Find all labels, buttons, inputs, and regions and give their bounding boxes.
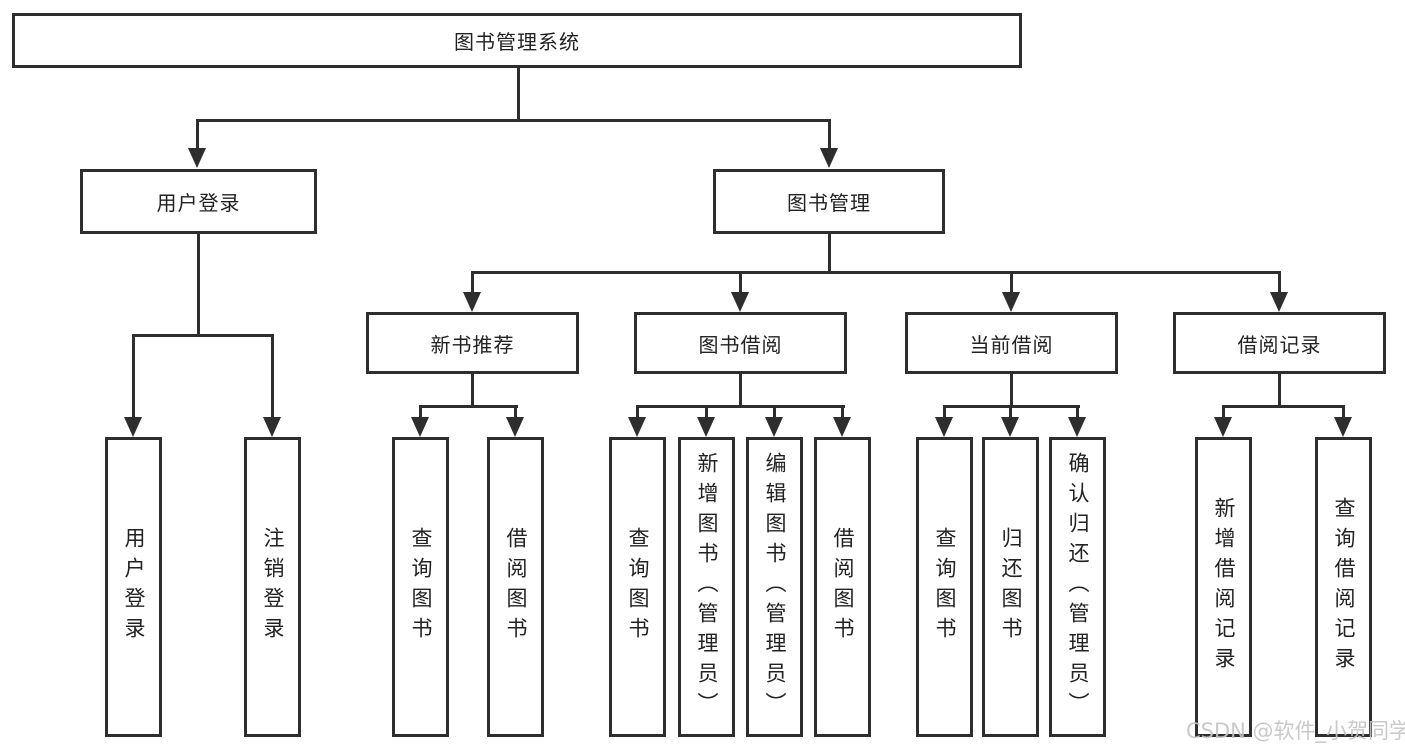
connector-line — [419, 405, 422, 420]
connector-line — [514, 405, 517, 420]
leaf-confirm-return-admin: 确认归还（管理员） — [1049, 437, 1106, 737]
node-label: 图书借阅 — [698, 332, 783, 357]
leaf-user-login: 用户登录 — [105, 437, 162, 737]
connector-line — [636, 405, 639, 420]
arrow-down-icon — [765, 417, 783, 437]
node-label: 查询图书 — [626, 527, 650, 647]
connector-line — [705, 405, 708, 420]
connector-line — [1010, 271, 1013, 295]
connector-line — [197, 234, 200, 337]
node-current-borrowing: 当前借阅 — [905, 312, 1118, 374]
leaf-add-book-admin: 新增图书（管理员） — [678, 437, 735, 737]
leaf-query-books-borrowing: 查询图书 — [609, 437, 666, 737]
connector-line — [1278, 374, 1281, 408]
node-label: 查询借阅记录 — [1332, 497, 1356, 677]
node-label: 借阅记录 — [1237, 332, 1322, 357]
arrow-down-icon — [1334, 417, 1352, 437]
arrow-down-icon — [833, 417, 851, 437]
arrow-down-icon — [411, 417, 429, 437]
csdn-watermark: CSDN @软件_小贺同学 — [1186, 719, 1405, 743]
arrow-down-icon — [1002, 292, 1020, 312]
node-label: 用户登录 — [122, 527, 146, 647]
node-label: 图书管理系统 — [454, 30, 580, 54]
node-label: 新书推荐 — [430, 332, 515, 357]
arrow-down-icon — [124, 417, 142, 437]
connector-line — [943, 405, 946, 420]
arrow-down-icon — [188, 148, 206, 168]
arrow-down-icon — [697, 417, 715, 437]
connector-line — [841, 405, 844, 420]
leaf-add-borrow-record: 新增借阅记录 — [1195, 437, 1252, 737]
connector-line — [739, 374, 742, 408]
node-label: 归还图书 — [999, 527, 1023, 647]
leaf-query-books-current: 查询图书 — [916, 437, 973, 737]
connector-line — [471, 271, 474, 295]
connector-line — [271, 334, 274, 419]
node-label: 用户登录 — [156, 191, 241, 215]
connector-line — [196, 119, 199, 152]
connector-line — [739, 271, 742, 295]
connector-line — [132, 334, 135, 419]
arrow-down-icon — [463, 292, 481, 312]
leaf-query-borrow-record: 查询借阅记录 — [1315, 437, 1372, 737]
node-book-borrowing: 图书借阅 — [634, 312, 847, 374]
arrow-down-icon — [1068, 417, 1086, 437]
leaf-return-books: 归还图书 — [982, 437, 1039, 737]
connector-line — [1076, 405, 1079, 420]
node-book-management: 图书管理 — [713, 169, 945, 234]
arrow-down-icon — [263, 417, 281, 437]
node-label: 当前借阅 — [969, 332, 1054, 357]
leaf-borrow-books-recommend: 借阅图书 — [487, 437, 544, 737]
node-label: 图书管理 — [787, 191, 871, 215]
arrow-down-icon — [820, 148, 838, 168]
connector-line — [1009, 405, 1012, 420]
connector-line — [196, 119, 831, 122]
node-label: 借阅图书 — [504, 527, 528, 647]
arrow-down-icon — [1214, 417, 1232, 437]
connector-line — [471, 374, 474, 408]
arrow-down-icon — [731, 292, 749, 312]
node-label: 查询图书 — [933, 527, 957, 647]
connector-line — [636, 405, 845, 408]
node-label: 查询图书 — [409, 527, 433, 647]
connector-line — [419, 405, 518, 408]
connector-line — [471, 271, 1281, 274]
connector-line — [1342, 405, 1345, 420]
leaf-logout: 注销登录 — [244, 437, 301, 737]
node-label: 编辑图书（管理员） — [763, 452, 787, 722]
node-book-management-system: 图书管理系统 — [12, 13, 1022, 68]
connector-line — [828, 234, 831, 274]
connector-line — [828, 119, 831, 152]
arrow-down-icon — [628, 417, 646, 437]
connector-line — [517, 68, 520, 122]
node-new-book-recommendation: 新书推荐 — [366, 312, 579, 374]
connector-line — [1278, 271, 1281, 295]
connector-line — [773, 405, 776, 420]
arrow-down-icon — [935, 417, 953, 437]
node-label: 确认归还（管理员） — [1066, 452, 1090, 722]
node-borrowing-records: 借阅记录 — [1173, 312, 1386, 374]
node-user-login: 用户登录 — [80, 169, 317, 234]
connector-line — [1222, 405, 1345, 408]
node-label: 新增图书（管理员） — [695, 452, 719, 722]
node-label: 借阅图书 — [831, 527, 855, 647]
leaf-query-books-recommend: 查询图书 — [392, 437, 449, 737]
arrow-down-icon — [1001, 417, 1019, 437]
arrow-down-icon — [1270, 292, 1288, 312]
leaf-borrow-books: 借阅图书 — [814, 437, 871, 737]
leaf-edit-book-admin: 编辑图书（管理员） — [746, 437, 803, 737]
node-label: 注销登录 — [261, 527, 285, 647]
connector-line — [1222, 405, 1225, 420]
connector-line — [1010, 374, 1013, 408]
arrow-down-icon — [506, 417, 524, 437]
node-label: 新增借阅记录 — [1212, 497, 1236, 677]
connector-line — [132, 334, 274, 337]
